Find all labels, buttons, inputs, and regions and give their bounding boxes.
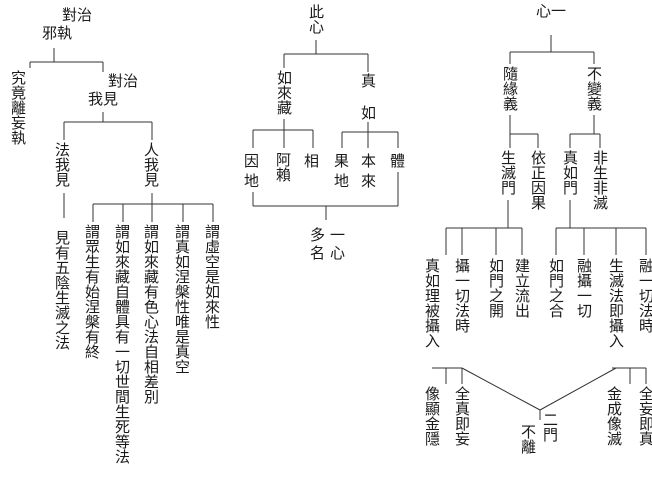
right-r8: 融一切法時 [637, 258, 652, 333]
left-duizhi-2: 對治 [108, 72, 139, 90]
connector-right-shengmie [445, 200, 523, 255]
mid-zhen: 真 [361, 72, 377, 90]
mid-ru: 如 [361, 104, 377, 122]
right-zhenrumen: 真如門 [561, 150, 579, 195]
left-wuyin: 見有五陰生滅之法 [53, 230, 71, 350]
connector-right-b-left [432, 367, 463, 384]
right-xinyi: 心一 [536, 2, 567, 20]
left-p4: 謂真如涅槃性唯是真空 [173, 224, 191, 374]
connector-right-zhenru [555, 200, 647, 255]
connector-right-suiyuan [509, 115, 539, 148]
mid-yi: 一 [330, 226, 346, 244]
left-p1: 謂眾生有始涅槃有終 [83, 224, 101, 359]
mid-ti: 體 [390, 152, 406, 170]
connector-mid-rulai [252, 119, 314, 148]
right-b1: 像顯金隱 [423, 386, 441, 446]
right-b5: 金成像滅 [605, 386, 623, 446]
left-renwojian: 人我見 [142, 142, 160, 187]
left-fawojian: 法我見 [53, 142, 71, 187]
mid-alai: 阿賴 [274, 152, 292, 182]
right-b4: 二門 [541, 412, 559, 442]
mid-guo: 果 [334, 152, 350, 170]
left-p3: 謂如來藏有色心法自相差別 [142, 224, 160, 404]
connector-right-top [509, 35, 595, 64]
right-b3: 不離 [519, 424, 537, 454]
left-p5: 謂虛空是如來性 [203, 224, 221, 329]
left-jiujing: 究竟離妄執 [9, 70, 27, 145]
right-r7: 生滅法即攝入 [607, 258, 625, 348]
right-b2: 全真即妄 [453, 386, 471, 446]
mid-xin: 心 [330, 244, 346, 262]
mid-xiang: 相 [304, 152, 320, 170]
mid-cixin: 此心 [307, 4, 325, 34]
mid-lai: 來 [361, 172, 377, 190]
connector-left-renwojian [92, 193, 214, 222]
right-r5: 如門之合 [547, 258, 565, 318]
left-wojian: 我見 [88, 90, 119, 108]
mid-ming: 名 [310, 244, 326, 262]
mid-rulaizang: 如來藏 [275, 70, 293, 115]
mid-duo: 多 [310, 226, 326, 244]
mid-ben: 本 [361, 152, 377, 170]
right-bubian: 不變義 [585, 66, 603, 111]
connector-right-bubian [569, 115, 601, 148]
connector-mid-zhenru [341, 122, 399, 148]
right-suiyuan: 隨緣義 [501, 66, 519, 111]
connector-left-wojian [63, 112, 153, 140]
right-r2: 攝一切法時 [453, 258, 471, 333]
left-top-line2: 邪執 [42, 24, 73, 42]
right-r1: 真如理被攝入 [423, 258, 441, 348]
mid-di-1: 地 [244, 172, 260, 190]
right-r4: 建立流出 [513, 258, 531, 318]
connector-mid-bottom [252, 172, 399, 220]
left-top-line1: 對治 [62, 6, 93, 24]
right-b6: 全妄即真 [637, 386, 652, 446]
mid-yin: 因 [244, 152, 260, 170]
left-p2: 謂如來藏自體具有一切世間生死等法 [113, 224, 131, 464]
connector-mid-top [283, 40, 369, 72]
connector-right-cross [461, 367, 617, 420]
right-r6: 融攝一切 [575, 258, 593, 318]
right-feisheng: 非生非滅 [591, 150, 609, 210]
connector-right-b-right [612, 367, 647, 384]
connector-left-top [29, 48, 104, 72]
right-shengmie: 生滅門 [499, 150, 517, 195]
right-yizheng: 依正因果 [529, 150, 547, 210]
right-r3: 如門之開 [487, 258, 505, 318]
mid-di-2: 地 [334, 172, 350, 190]
